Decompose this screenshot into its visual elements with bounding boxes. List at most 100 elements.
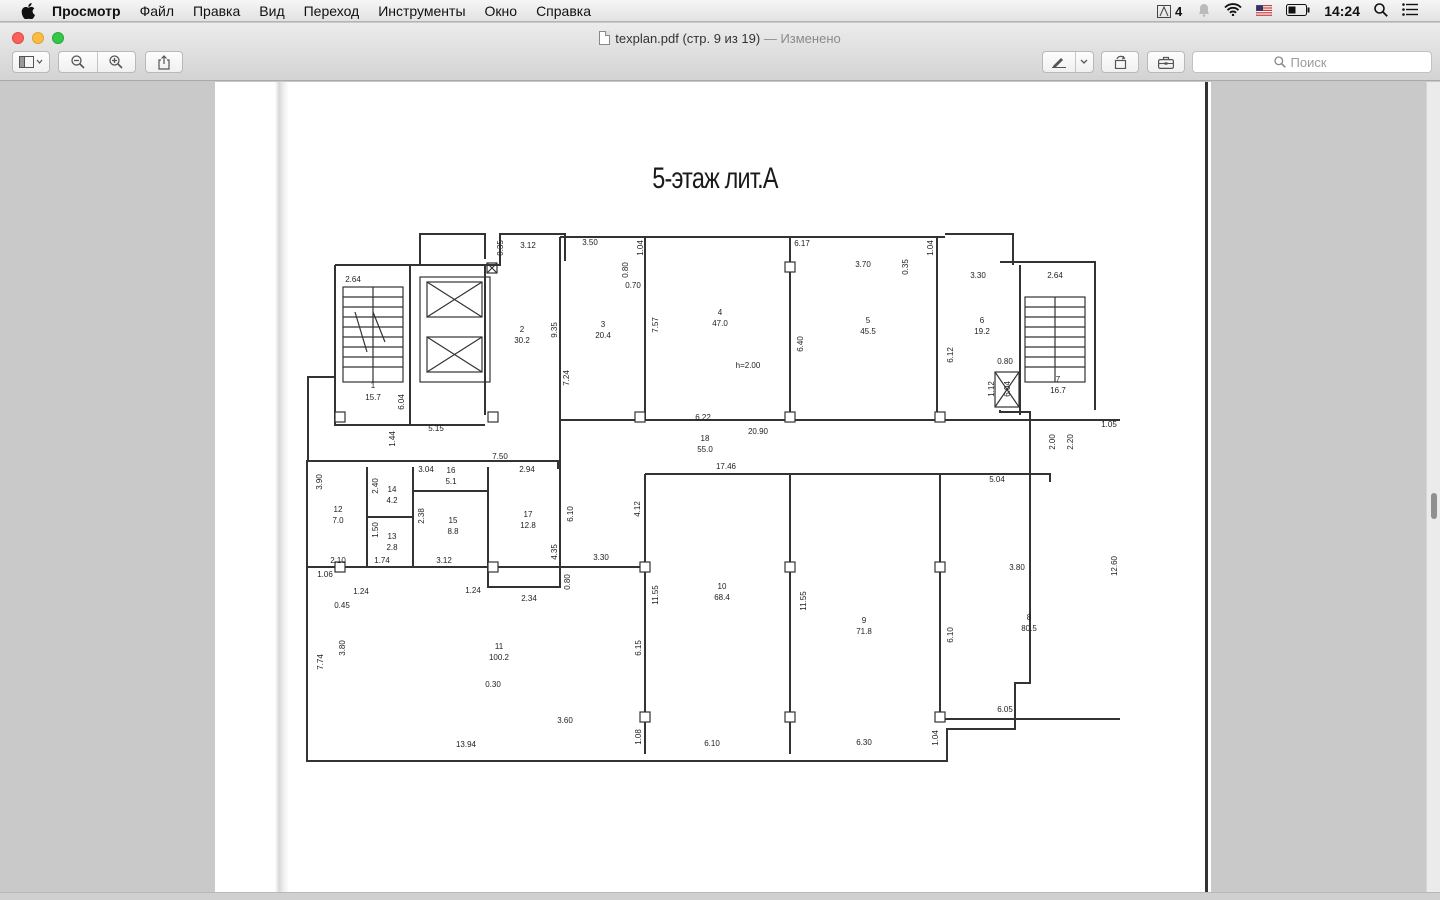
pdf-document-icon <box>599 31 611 45</box>
svg-text:7.50: 7.50 <box>492 452 508 461</box>
search-icon <box>1273 56 1286 68</box>
svg-text:68.4: 68.4 <box>714 593 730 602</box>
adobe-status-item[interactable]: 4 <box>1156 4 1182 19</box>
svg-text:3.30: 3.30 <box>593 553 609 562</box>
search-input[interactable] <box>1290 54 1351 70</box>
menu-view[interactable]: Вид <box>259 2 285 19</box>
notification-center-icon[interactable] <box>1402 3 1418 19</box>
rotate-button[interactable] <box>1101 51 1139 73</box>
svg-text:h=2.00: h=2.00 <box>736 361 761 370</box>
room-area: 15.7 <box>365 393 381 402</box>
menu-window[interactable]: Окно <box>484 2 518 19</box>
svg-text:11.55: 11.55 <box>799 591 808 611</box>
menu-tools[interactable]: Инструменты <box>378 2 466 19</box>
svg-text:80.5: 80.5 <box>1021 624 1037 633</box>
zoom-window-button[interactable] <box>52 32 64 44</box>
horizontal-scrollbar[interactable] <box>0 892 1440 900</box>
svg-text:9.35: 9.35 <box>550 322 559 338</box>
share-button[interactable] <box>145 51 183 73</box>
menu-help[interactable]: Справка <box>536 2 591 19</box>
svg-text:5.15: 5.15 <box>428 424 444 433</box>
svg-text:100.2: 100.2 <box>489 653 510 662</box>
zoom-out-button[interactable] <box>59 52 97 72</box>
svg-text:1.24: 1.24 <box>465 586 481 595</box>
window-title-state: Изменено <box>780 31 841 46</box>
svg-text:6.10: 6.10 <box>704 739 720 748</box>
room-number: 1 <box>371 381 376 390</box>
wifi-icon[interactable] <box>1224 3 1242 19</box>
svg-text:6.12: 6.12 <box>946 347 955 363</box>
floor-plan-drawing: 1 15.7 230.2 320.4 447.0 545.5 619.2 716… <box>306 233 1120 762</box>
us-flag-icon[interactable] <box>1255 3 1273 19</box>
close-window-button[interactable] <box>12 32 24 44</box>
svg-text:11: 11 <box>495 642 504 651</box>
svg-text:4.2: 4.2 <box>386 496 398 505</box>
pdf-page: 5-этаж лит.А <box>215 82 1211 892</box>
notification-bell-icon[interactable] <box>1198 3 1210 20</box>
minimize-window-button[interactable] <box>32 32 44 44</box>
svg-text:2: 2 <box>520 325 525 334</box>
svg-text:2.20: 2.20 <box>1066 434 1075 450</box>
menu-edit[interactable]: Правка <box>192 2 241 19</box>
clock[interactable]: 14:24 <box>1324 3 1360 19</box>
window-title[interactable]: texplan.pdf (стр. 9 из 19) — Изменено <box>0 31 1440 46</box>
svg-text:7.0: 7.0 <box>332 516 344 525</box>
svg-text:6.04: 6.04 <box>1003 381 1012 397</box>
menu-go[interactable]: Переход <box>303 2 360 19</box>
menu-file[interactable]: Файл <box>139 2 174 19</box>
svg-text:2.64: 2.64 <box>345 275 361 284</box>
zoom-in-button[interactable] <box>96 52 135 72</box>
svg-text:13.94: 13.94 <box>456 740 477 749</box>
svg-text:10: 10 <box>718 582 727 591</box>
svg-text:3.80: 3.80 <box>1009 563 1025 572</box>
sidebar-toggle-button[interactable] <box>12 51 50 73</box>
svg-text:1.74: 1.74 <box>374 556 390 565</box>
apple-icon[interactable] <box>18 0 38 22</box>
svg-text:3.50: 3.50 <box>582 238 598 247</box>
svg-text:3: 3 <box>601 320 606 329</box>
svg-text:6.10: 6.10 <box>946 627 955 643</box>
svg-text:3.30: 3.30 <box>970 271 986 280</box>
svg-text:3.70: 3.70 <box>855 260 871 269</box>
spotlight-search-icon[interactable] <box>1374 2 1388 20</box>
svg-text:2.40: 2.40 <box>371 478 380 494</box>
markup-button[interactable] <box>1043 52 1075 72</box>
svg-text:3.12: 3.12 <box>520 241 536 250</box>
svg-text:17.46: 17.46 <box>716 462 737 471</box>
scan-right-border <box>1205 82 1208 892</box>
svg-text:6.22: 6.22 <box>695 413 711 422</box>
toolbox-button[interactable] <box>1147 51 1185 73</box>
svg-text:4: 4 <box>718 308 723 317</box>
markup-control <box>1042 51 1094 73</box>
svg-text:19.2: 19.2 <box>974 327 990 336</box>
vertical-scrollbar[interactable] <box>1426 82 1440 892</box>
battery-icon[interactable] <box>1286 3 1310 19</box>
menu-app-preview[interactable]: Просмотр <box>52 2 121 19</box>
svg-text:6: 6 <box>980 316 985 325</box>
sidebar-icon <box>19 56 43 68</box>
zoom-control <box>58 51 136 73</box>
svg-text:3.60: 3.60 <box>557 716 573 725</box>
document-viewport[interactable]: 5-этаж лит.А <box>0 82 1440 900</box>
svg-text:6.40: 6.40 <box>796 336 805 352</box>
svg-text:1.08: 1.08 <box>634 729 643 745</box>
svg-text:3.04: 3.04 <box>418 465 434 474</box>
menu-bar: Просмотр Файл Правка Вид Переход Инструм… <box>0 0 1440 22</box>
svg-text:1.50: 1.50 <box>371 522 380 538</box>
svg-text:3.90: 3.90 <box>315 474 324 490</box>
scrollbar-thumb[interactable] <box>1431 493 1437 519</box>
svg-text:13: 13 <box>388 532 397 541</box>
svg-text:5.1: 5.1 <box>445 477 457 486</box>
markup-menu-button[interactable] <box>1074 52 1093 72</box>
svg-text:2.8: 2.8 <box>386 543 398 552</box>
svg-text:2.38: 2.38 <box>417 508 426 524</box>
svg-text:6.04: 6.04 <box>397 394 406 410</box>
search-field[interactable] <box>1192 51 1432 73</box>
svg-text:6.05: 6.05 <box>997 705 1013 714</box>
svg-text:15: 15 <box>449 516 458 525</box>
svg-text:55.0: 55.0 <box>697 445 713 454</box>
svg-text:12: 12 <box>334 505 343 514</box>
svg-text:17: 17 <box>524 510 533 519</box>
svg-text:6.30: 6.30 <box>856 738 872 747</box>
svg-text:14: 14 <box>388 485 397 494</box>
